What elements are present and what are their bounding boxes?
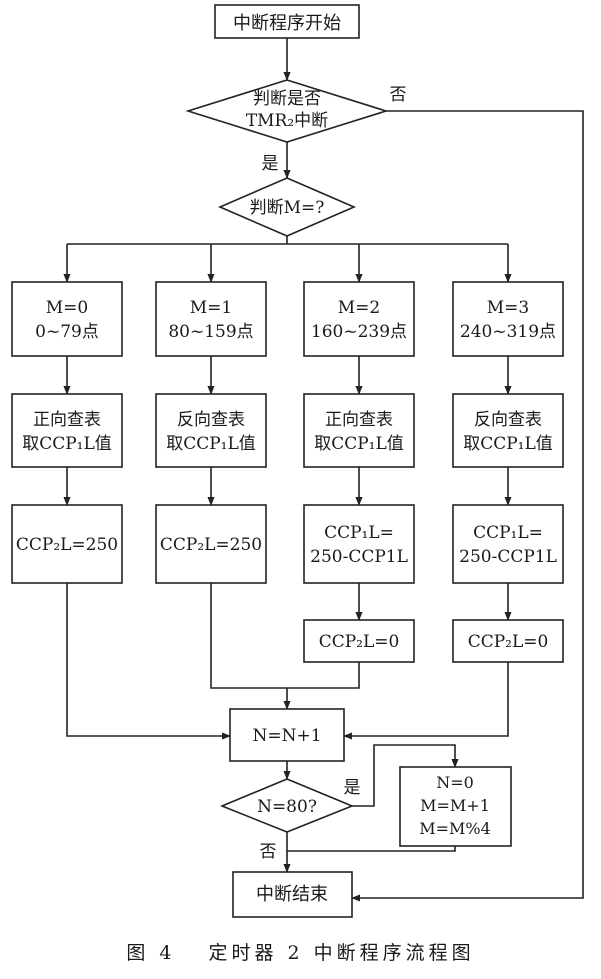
box-reset: N=0 M=M+1 M=M%4 — [399, 766, 512, 847]
decision-n-80: N=80? — [219, 778, 355, 833]
box-m1-line2: 80~159点 — [168, 322, 253, 342]
box-m1: M=1 80~159点 — [155, 281, 267, 357]
line-c3-merge — [287, 662, 360, 689]
end-label: 中断结束 — [256, 884, 328, 905]
box-ccp2l-0-2: CCP₂L=0 — [452, 619, 564, 663]
lookup-fwd-1-line1: 正向查表 — [33, 410, 101, 430]
box-lookup-fwd-1: 正向查表 取CCP₁L值 — [11, 393, 123, 468]
box-m0: M=0 0~79点 — [11, 281, 123, 357]
ccp2l-250-2-label: CCP₂L=250 — [160, 535, 262, 555]
end-node: 中断结束 — [232, 871, 353, 918]
decision-tmr2-line1: 判断是否 — [253, 89, 321, 109]
box-m3-line2: 240~319点 — [460, 322, 556, 342]
decision-tmr2-line2: TMR₂中断 — [246, 111, 328, 131]
ccp1l-sub-2-line1: CCP₁L= — [473, 523, 543, 543]
box-ccp2l-250-1: CCP₂L=250 — [11, 504, 123, 584]
box-ccp2l-250-2: CCP₂L=250 — [155, 504, 267, 584]
ccp2l-0-2-label: CCP₂L=0 — [468, 632, 549, 652]
connectors — [63, 38, 584, 902]
box-ccp1l-sub-1: CCP₁L= 250-CCP1L — [303, 504, 415, 584]
lookup-fwd-1-line2: 取CCP₁L值 — [22, 434, 112, 454]
lookup-rev-1-line2: 取CCP₁L值 — [166, 434, 256, 454]
box-m1-line1: M=1 — [190, 298, 232, 318]
reset-line2: M=M+1 — [420, 796, 490, 815]
box-m3: M=3 240~319点 — [452, 281, 564, 357]
ccp1l-sub-1-line2: 250-CCP1L — [310, 547, 408, 567]
box-m2: M=2 160~239点 — [303, 281, 415, 357]
line-reset-merge — [287, 846, 456, 852]
reset-line1: N=0 — [436, 773, 474, 792]
ccp1l-sub-2-line2: 250-CCP1L — [459, 547, 557, 567]
start-label: 中断程序开始 — [233, 13, 341, 34]
box-m0-line2: 0~79点 — [35, 322, 99, 342]
decision-n-80-label: N=80? — [257, 797, 317, 817]
decision-judge-m: 判断M=? — [217, 177, 357, 237]
box-ccp2l-0-1: CCP₂L=0 — [303, 619, 415, 663]
label-yes-n80: 是 — [344, 778, 361, 798]
label-no-tmr2: 否 — [390, 85, 407, 105]
label-yes-tmr2: 是 — [262, 154, 279, 174]
decision-tmr2: 判断是否 TMR₂中断 — [185, 79, 389, 143]
box-ccp1l-sub-2: CCP₁L= 250-CCP1L — [452, 504, 564, 584]
lookup-rev-1-line1: 反向查表 — [177, 410, 245, 430]
arrow-no-to-end — [351, 110, 584, 902]
box-n-increment: N=N+1 — [229, 708, 345, 762]
reset-line3: M=M%4 — [419, 819, 491, 838]
box-m0-line1: M=0 — [46, 298, 88, 318]
lookup-rev-2-line1: 反向查表 — [474, 410, 542, 430]
box-m3-line1: M=3 — [487, 298, 529, 318]
ccp1l-sub-1-line1: CCP₁L= — [324, 523, 394, 543]
label-no-n80: 否 — [260, 842, 277, 862]
arrow-c1-to-ninc — [66, 583, 231, 740]
ccp2l-0-1-label: CCP₂L=0 — [319, 632, 400, 652]
n-increment-label: N=N+1 — [252, 726, 321, 746]
box-m2-line2: 160~239点 — [311, 322, 407, 342]
lookup-fwd-2-line2: 取CCP₁L值 — [314, 434, 404, 454]
flowchart: 中断程序开始 判断是否 TMR₂中断 否 是 判断M=? M=0 0~79点 M… — [11, 4, 584, 918]
ccp2l-250-1-label: CCP₂L=250 — [16, 535, 118, 555]
line-c2-merge — [210, 583, 287, 689]
decision-judge-m-label: 判断M=? — [250, 198, 325, 218]
box-m2-line1: M=2 — [338, 298, 380, 318]
box-lookup-fwd-2: 正向查表 取CCP₁L值 — [303, 393, 415, 468]
start-node: 中断程序开始 — [214, 4, 360, 39]
lookup-fwd-2-line1: 正向查表 — [325, 410, 393, 430]
lookup-rev-2-line2: 取CCP₁L值 — [463, 434, 553, 454]
figure-caption: 图 4 定时器 2 中断程序流程图 — [126, 942, 475, 964]
box-lookup-rev-1: 反向查表 取CCP₁L值 — [155, 393, 267, 468]
arrow-yes-to-reset — [352, 744, 459, 807]
box-lookup-rev-2: 反向查表 取CCP₁L值 — [452, 393, 564, 468]
arrow-c4-to-ninc — [343, 662, 509, 740]
